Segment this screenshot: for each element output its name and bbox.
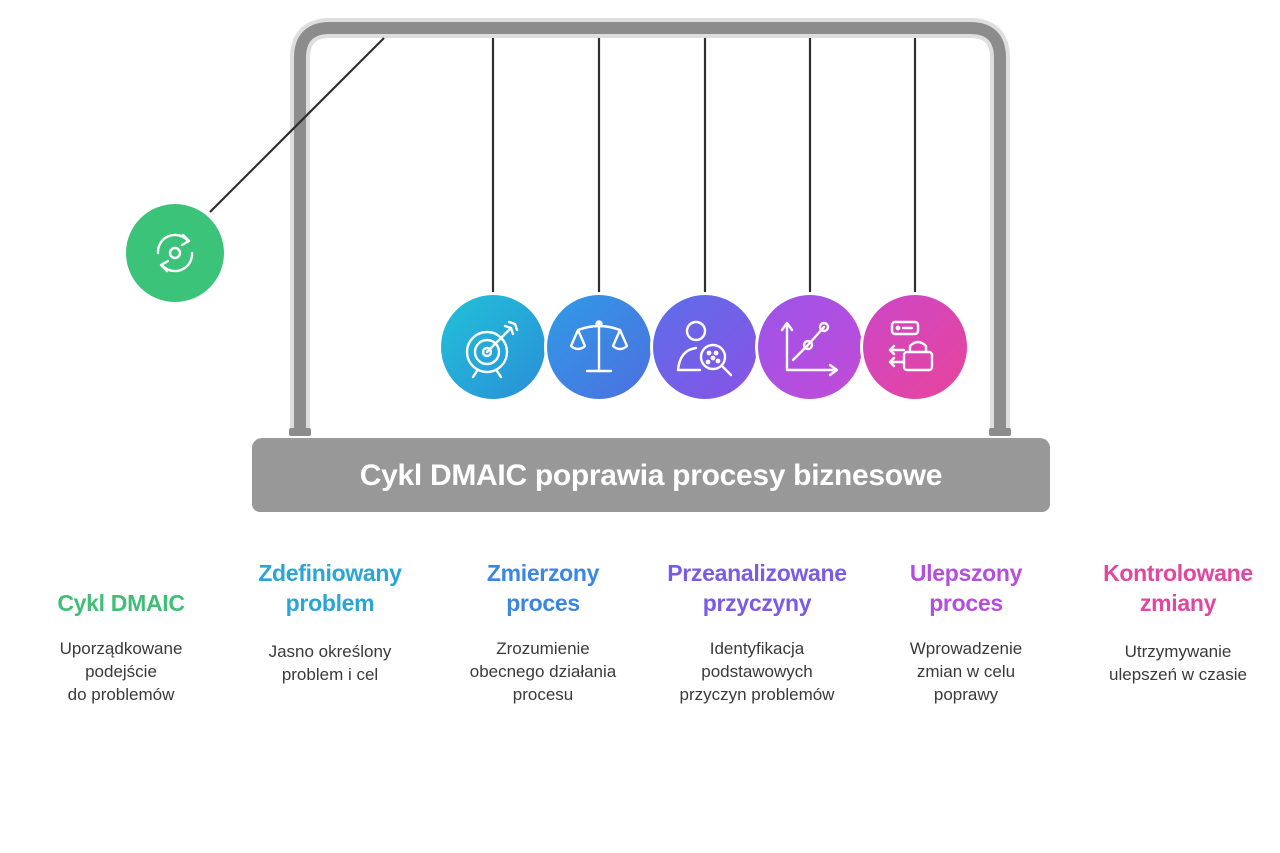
scale-icon bbox=[569, 320, 629, 373]
stage-description-text: Jasno określony problem i cel bbox=[268, 642, 392, 684]
cycle-icon bbox=[156, 233, 194, 273]
stage-description: Utrzymywanie ulepszeń w czasie bbox=[1078, 640, 1278, 686]
person-search-ball bbox=[650, 292, 760, 402]
target-ball bbox=[438, 292, 548, 402]
cradle-base bbox=[252, 438, 1050, 512]
stage-title: Przeanalizowane przyczyny bbox=[667, 560, 847, 616]
diagram-title: Cykl DMAIC poprawia procesy biznesowe bbox=[359, 459, 943, 492]
stage-title: Kontrolowane zmiany bbox=[1103, 560, 1253, 616]
stage-title: Cykl DMAIC bbox=[57, 590, 185, 616]
cycle-ball bbox=[123, 201, 227, 305]
cradle-frame bbox=[289, 18, 1011, 436]
stage-title: Zdefiniowany problem bbox=[258, 560, 402, 616]
stage-description-text: Uporządkowane podejście do problemów bbox=[59, 639, 183, 704]
chart-growth-ball bbox=[755, 292, 865, 402]
stage-heading: Ulepszony proces bbox=[866, 558, 1066, 618]
stage-description: Uporządkowane podejście do problemów bbox=[21, 637, 221, 706]
stage-heading: Kontrolowane zmiany bbox=[1078, 558, 1278, 618]
stage-description-text: Wprowadzenie zmian w celu poprawy bbox=[909, 639, 1023, 704]
target-icon bbox=[465, 320, 519, 379]
stage-heading: Cykl DMAIC bbox=[21, 588, 221, 618]
stage-heading: Zdefiniowany problem bbox=[230, 558, 430, 618]
stage-description-text: Utrzymywanie ulepszeń w czasie bbox=[1109, 642, 1247, 684]
stage-description: Jasno określony problem i cel bbox=[230, 640, 430, 686]
stage-heading: Przeanalizowane przyczyny bbox=[657, 558, 857, 618]
stage-heading: Zmierzony proces bbox=[443, 558, 643, 618]
stage-description-text: Identyfikacja podstawowych przyczyn prob… bbox=[679, 639, 835, 704]
person-search-icon bbox=[676, 320, 733, 377]
stage-description: Zrozumienie obecnego działania procesu bbox=[443, 637, 643, 706]
lock-transfer-icon bbox=[888, 320, 934, 372]
scale-ball bbox=[544, 292, 654, 402]
stage-description: Identyfikacja podstawowych przyczyn prob… bbox=[657, 637, 857, 706]
stage-description: Wprowadzenie zmian w celu poprawy bbox=[866, 637, 1066, 706]
cradle-strings bbox=[209, 37, 917, 296]
stage-title: Ulepszony proces bbox=[909, 560, 1023, 616]
stage-description-text: Zrozumienie obecnego działania procesu bbox=[469, 639, 617, 704]
lock-transfer-ball bbox=[860, 292, 970, 402]
chart-growth-icon bbox=[780, 321, 839, 377]
stage-title: Zmierzony proces bbox=[486, 560, 600, 616]
